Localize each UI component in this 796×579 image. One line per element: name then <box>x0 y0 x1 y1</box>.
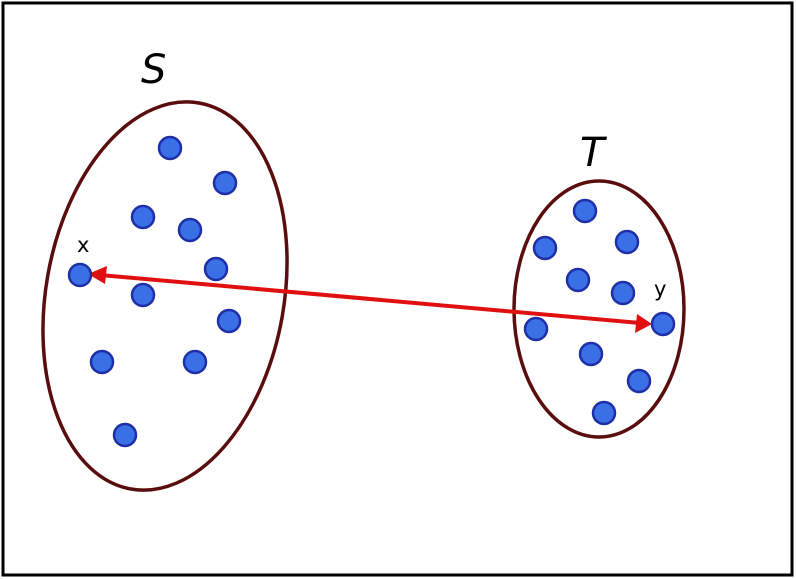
set-s-point <box>112 422 138 448</box>
point-y-label: y <box>654 277 666 301</box>
set-s-outline <box>41 100 289 492</box>
set-s-point <box>212 170 238 196</box>
set-t-point <box>614 229 640 255</box>
set-t-label: T <box>580 130 608 176</box>
set-t: T <box>512 130 686 439</box>
set-t-point <box>578 341 604 367</box>
set-t-point <box>523 316 549 342</box>
set-s-point <box>203 256 229 282</box>
set-t-points <box>523 198 652 426</box>
set-s-point <box>182 349 208 375</box>
set-s-label: S <box>141 47 166 93</box>
arrow-head-x <box>88 266 107 284</box>
set-t-point <box>591 400 617 426</box>
set-s: S <box>41 47 289 492</box>
point-y <box>650 311 676 337</box>
set-t-point <box>532 235 558 261</box>
set-s-point <box>130 282 156 308</box>
set-s-point <box>157 135 183 161</box>
set-s-point <box>89 349 115 375</box>
set-t-point <box>610 280 636 306</box>
distance-arrow <box>88 266 652 333</box>
distance-arrow-line <box>99 273 641 325</box>
arrow-head-y <box>635 314 652 333</box>
set-s-points <box>89 135 242 448</box>
point-x-label: x <box>77 233 89 257</box>
set-t-point <box>626 368 652 394</box>
set-s-point <box>216 308 242 334</box>
set-t-point <box>572 198 598 224</box>
point-x <box>67 262 93 288</box>
set-t-outline <box>512 179 686 439</box>
set-s-point <box>177 217 203 243</box>
set-t-point <box>565 267 591 293</box>
set-s-point <box>130 204 156 230</box>
